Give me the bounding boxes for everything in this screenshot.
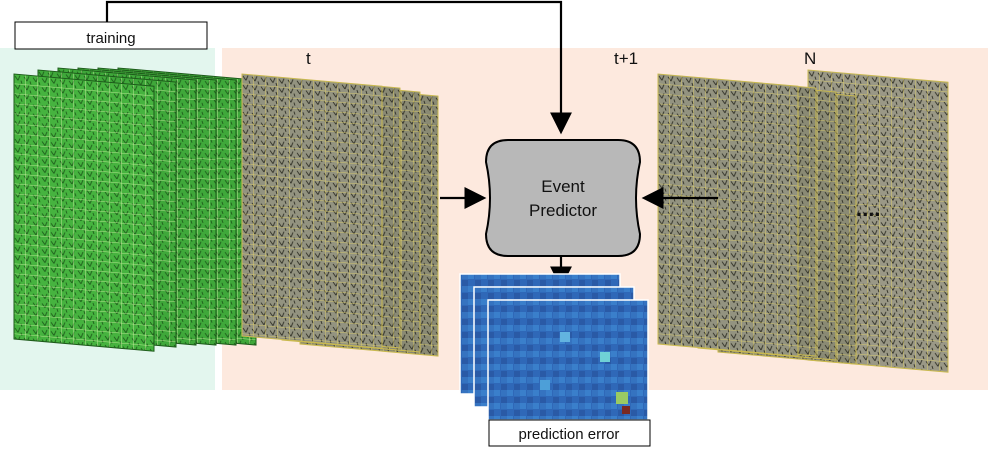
predictor-label-line1: Event: [541, 177, 585, 196]
training-label: training: [86, 30, 135, 47]
training-to-predictor-arrow: [105, 0, 572, 135]
t-plus-1-frame-stack: [657, 73, 857, 365]
n-label: N: [804, 49, 816, 68]
predictor-label-line2: Predictor: [529, 201, 597, 220]
prediction-error-label: prediction error: [519, 426, 620, 443]
t-plus-1-label: t+1: [614, 49, 638, 68]
ellipsis: ....: [856, 196, 880, 221]
prediction-error-stack: [459, 273, 649, 421]
training-label-box: [14, 21, 208, 50]
event-predictor: Event Predictor: [484, 139, 642, 257]
t-label: t: [306, 49, 311, 68]
training-frame-stack: [13, 67, 257, 352]
t-frame-stack: [241, 73, 439, 357]
prediction-error-box: [488, 419, 651, 447]
